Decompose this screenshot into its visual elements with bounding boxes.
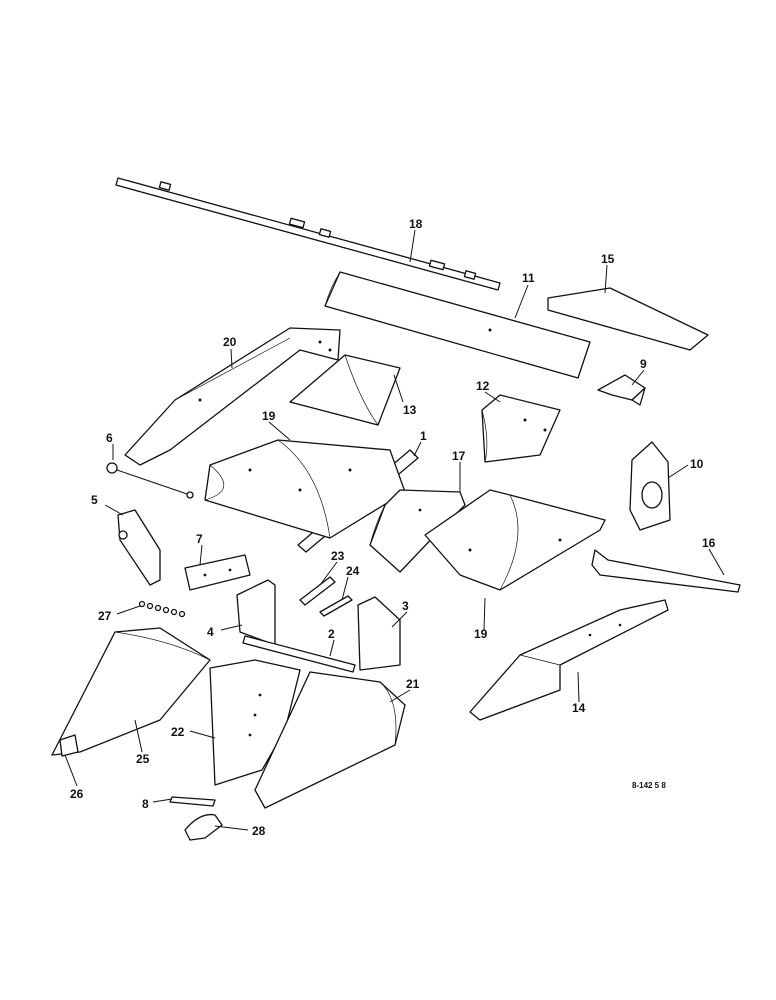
part-21-panel — [254, 671, 406, 809]
callout-15: 15 — [601, 252, 615, 266]
callout-25: 25 — [136, 752, 150, 766]
part-9-bracket — [597, 374, 646, 406]
reference-code: 8-142 5 8 — [632, 781, 666, 790]
callout-17: 17 — [452, 449, 466, 463]
callout-14: 14 — [572, 701, 586, 715]
callout-9: 9 — [640, 357, 647, 371]
part-10-side-plate — [629, 441, 671, 531]
callout-7: 7 — [196, 532, 203, 546]
part-23-link — [299, 576, 336, 606]
callout-27: 27 — [98, 609, 112, 623]
callout-3: 3 — [402, 599, 409, 613]
callout-labels: 18 11 15 9 20 13 12 10 1 19 17 6 5 7 16 … — [70, 217, 716, 838]
part-8-plate — [169, 796, 216, 807]
part-12-plate — [481, 394, 561, 463]
callout-1: 1 — [420, 429, 427, 443]
part-19-hood-left — [204, 439, 406, 539]
callout-12: 12 — [476, 379, 490, 393]
part-18-rail — [115, 177, 501, 291]
part-11-top-cover — [324, 271, 591, 379]
callout-13: 13 — [403, 403, 417, 417]
part-13-baffle — [289, 354, 401, 426]
callout-4: 4 — [207, 625, 214, 639]
callout-19-right: 19 — [474, 627, 488, 641]
part-5-bracket — [117, 509, 161, 586]
part-4-plate — [236, 579, 276, 646]
callout-11: 11 — [522, 271, 535, 285]
part-3-plate — [357, 596, 401, 671]
callout-10: 10 — [690, 457, 704, 471]
callout-24: 24 — [346, 564, 360, 578]
part-19-hood-right — [424, 489, 606, 591]
part-24-link — [319, 595, 353, 617]
callout-20: 20 — [223, 335, 237, 349]
callout-6: 6 — [106, 431, 113, 445]
part-28-shoe — [184, 813, 223, 841]
part-25-panel — [51, 627, 211, 757]
callout-26: 26 — [70, 787, 84, 801]
part-16-plate — [591, 549, 741, 593]
callout-5: 5 — [91, 493, 98, 507]
callout-19-left: 19 — [262, 409, 276, 423]
part-20-arm — [124, 327, 341, 466]
leader-lines — [64, 229, 725, 831]
callout-8: 8 — [142, 797, 149, 811]
callout-22: 22 — [171, 725, 185, 739]
part-2-bar — [242, 635, 356, 673]
callout-18: 18 — [409, 217, 423, 231]
part-27-chain — [138, 600, 186, 618]
callout-21: 21 — [406, 677, 420, 691]
part-6-rod — [106, 462, 194, 499]
callout-2: 2 — [328, 627, 335, 641]
part-14-angle — [469, 599, 669, 721]
callout-23: 23 — [331, 549, 345, 563]
part-15-cover — [547, 287, 709, 351]
part-7-plate — [184, 554, 251, 591]
callout-16: 16 — [702, 536, 716, 550]
callout-28: 28 — [252, 824, 266, 838]
